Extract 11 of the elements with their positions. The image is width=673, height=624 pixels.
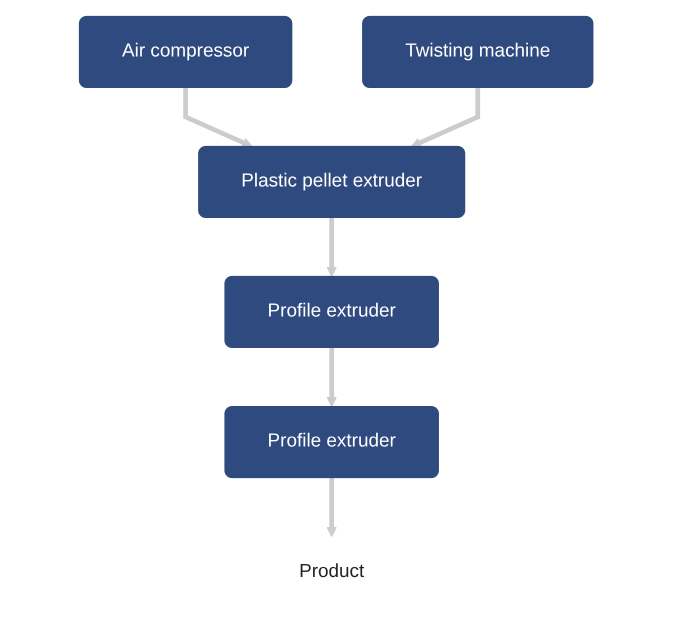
node-box: Profile extruder [224,276,440,348]
arrow [411,87,480,148]
node-box: Air compressor [79,16,293,88]
arrow [326,217,338,277]
node-text: Product [299,561,365,582]
arrow [184,87,253,148]
node-box: Profile extruder [224,406,440,478]
node-box: Twisting machine [362,16,594,88]
arrow [326,347,338,408]
arrow [326,478,338,538]
node-box: Plastic pellet extruder [198,146,466,218]
